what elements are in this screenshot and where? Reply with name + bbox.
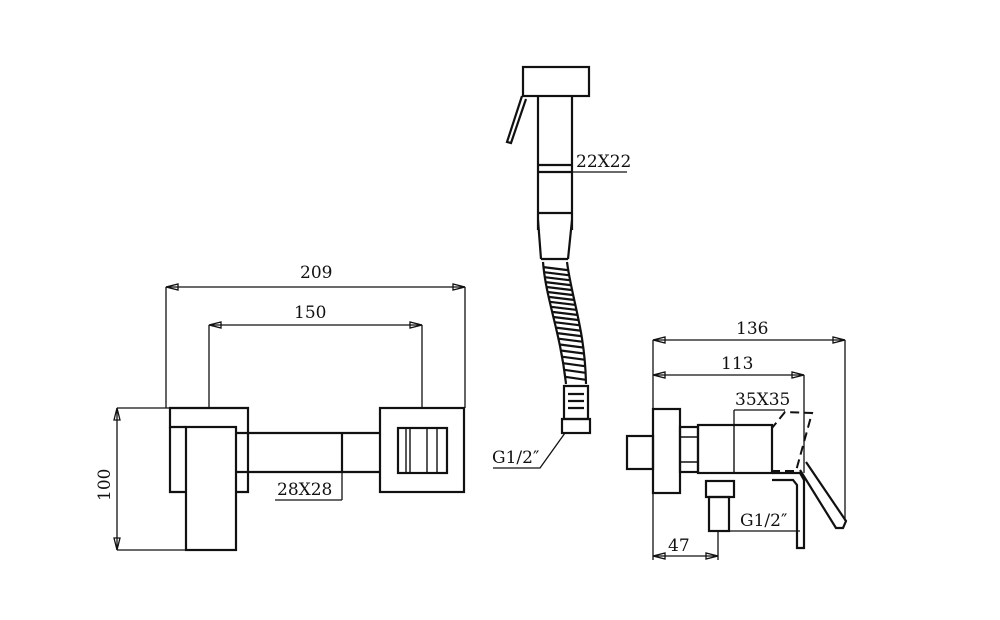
hose-thread-label: G1/2″	[492, 448, 539, 468]
hose-rib	[558, 337, 583, 343]
hose-rib	[557, 332, 582, 338]
dimension-line-35x35	[733, 409, 785, 425]
dimension-line-100	[116, 407, 186, 551]
hose-rib	[545, 281, 571, 287]
dimension-line-28x28	[275, 472, 343, 501]
hose-rib	[550, 305, 576, 311]
hose-rib	[564, 375, 586, 381]
dimension-47-label: 47	[668, 536, 690, 556]
side-outlet-stem	[707, 495, 731, 533]
hose-ribs	[543, 266, 586, 381]
side-lever	[799, 461, 848, 530]
dimension-28x28-label: 28X28	[277, 480, 332, 500]
hose-rib	[543, 271, 569, 277]
sprayer-head	[521, 65, 591, 98]
hose-rib	[564, 368, 586, 374]
hose-rib	[560, 349, 584, 355]
side-wall-flange	[651, 407, 682, 495]
side-view: 136 113 35X35 G1/2″ 47	[625, 319, 848, 560]
hose-rib	[562, 362, 586, 368]
side-outlet-nut	[704, 479, 736, 499]
side-rear-spigot	[625, 434, 655, 471]
dimension-line-150	[208, 324, 423, 408]
dimension-line-113	[653, 374, 805, 473]
front-valve-body	[184, 425, 238, 552]
hose-rib	[551, 310, 578, 316]
sprayer-handle	[536, 96, 574, 230]
sprayer-hose-connector	[536, 219, 574, 261]
side-valve-body	[696, 423, 774, 475]
hose-rib	[555, 326, 581, 332]
front-right-plate	[378, 406, 466, 494]
hose-rib	[553, 315, 579, 322]
dimension-line-209	[165, 286, 466, 408]
side-handle-outline	[771, 410, 814, 472]
hose-rib	[554, 321, 580, 327]
side-cover-plate	[772, 471, 806, 550]
sprayer-trigger	[505, 95, 528, 145]
hose-rib	[543, 266, 568, 272]
dimension-22x22-label: 22X22	[576, 152, 631, 172]
dimension-100-label: 100	[95, 469, 115, 501]
hose-rib	[548, 295, 574, 301]
hose-rib	[549, 300, 575, 306]
front-connecting-bar	[236, 431, 380, 474]
dimension-113-label: 113	[721, 354, 753, 374]
hose-thread-leader	[493, 432, 566, 469]
dimension-150-label: 150	[294, 303, 326, 323]
hand-sprayer: 22X22	[505, 65, 631, 261]
dimension-35x35-label: 35X35	[735, 390, 790, 410]
dimension-209-label: 209	[300, 263, 332, 283]
side-nut	[678, 425, 700, 474]
dimension-136-label: 136	[736, 319, 768, 339]
hose: G1/2″	[492, 261, 592, 469]
dimension-outlet-thread-label: G1/2″	[740, 511, 787, 531]
front-view: 209 150 100 28X28	[95, 263, 466, 552]
hose-nut	[562, 384, 590, 421]
hose-rib	[544, 276, 570, 282]
hose-rib	[559, 343, 584, 349]
hose-rib	[561, 355, 585, 361]
dimension-line-47	[652, 493, 719, 560]
hose-rib	[547, 290, 573, 297]
hose-rib	[546, 285, 572, 292]
